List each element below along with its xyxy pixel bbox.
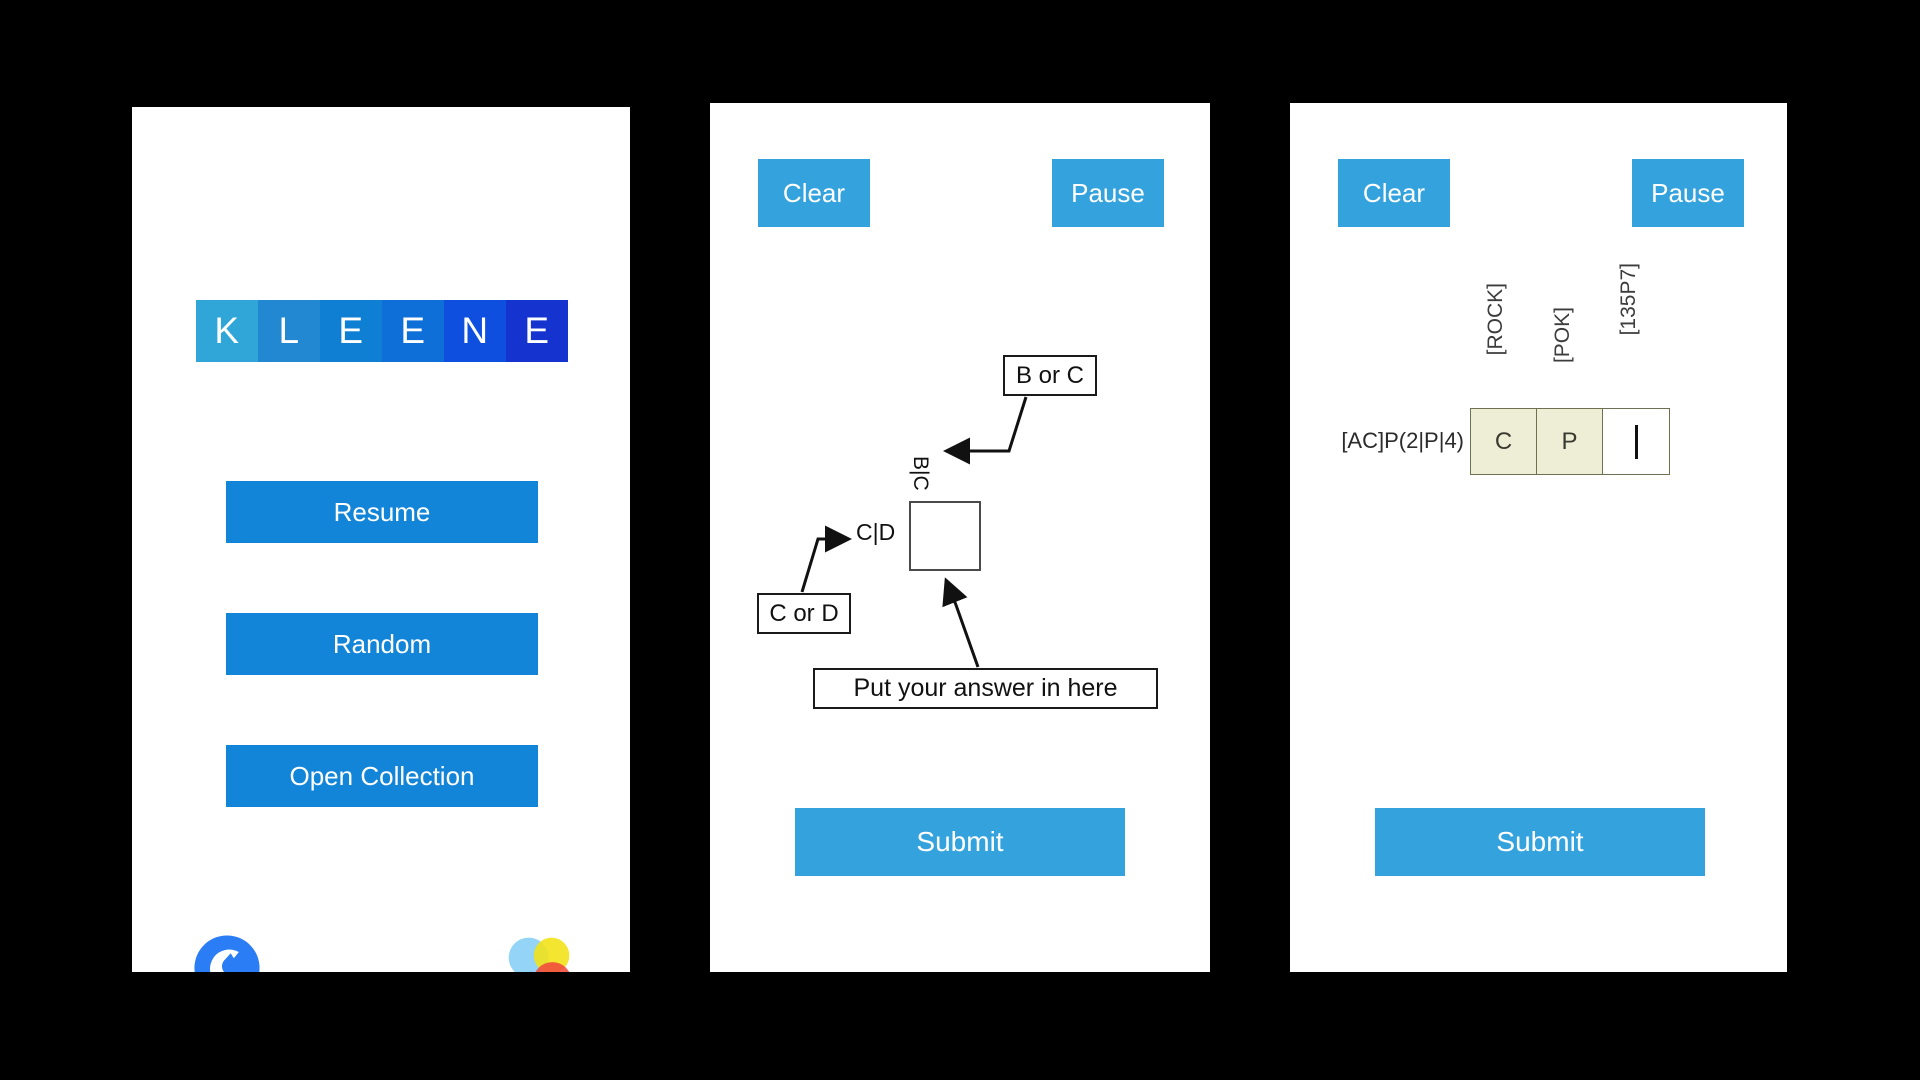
panel-home-screen: K L E E N E Resume Random Open Collectio… bbox=[132, 107, 630, 972]
cell-strip: C P bbox=[1470, 408, 1670, 475]
logo-tile-5: E bbox=[506, 300, 568, 362]
random-button[interactable]: Random bbox=[226, 613, 538, 675]
resume-button[interactable]: Resume bbox=[226, 481, 538, 543]
open-collection-button[interactable]: Open Collection bbox=[226, 745, 538, 807]
callout-c-or-d: C or D bbox=[757, 593, 851, 634]
pause-button[interactable]: Pause bbox=[1052, 159, 1164, 227]
cell-1[interactable]: P bbox=[1537, 409, 1603, 474]
column-label-bc: B|C bbox=[909, 455, 932, 491]
callout-answer-hint: Put your answer in here bbox=[813, 668, 1158, 709]
logo-tile-2: E bbox=[320, 300, 382, 362]
clear-button[interactable]: Clear bbox=[1338, 159, 1450, 227]
panel-cell-entry-screen: Clear Pause [ROCK] [POK] [135P7] [AC]P(2… bbox=[1290, 103, 1787, 972]
submit-button[interactable]: Submit bbox=[795, 808, 1125, 876]
submit-button[interactable]: Submit bbox=[1375, 808, 1705, 876]
logo-tile-3: E bbox=[382, 300, 444, 362]
cell-2[interactable] bbox=[1603, 409, 1669, 474]
row-label-cd: C|D bbox=[856, 519, 896, 545]
wrench-settings-icon[interactable] bbox=[190, 931, 264, 972]
logo-tile-1: L bbox=[258, 300, 320, 362]
row-clue-label: [AC]P(2|P|4) bbox=[1341, 428, 1464, 453]
column-label-0: [ROCK] bbox=[1484, 283, 1507, 356]
callout-b-or-c: B or C bbox=[1003, 355, 1097, 396]
footer-icon-row bbox=[132, 927, 630, 972]
pause-button[interactable]: Pause bbox=[1632, 159, 1744, 227]
answer-input-box[interactable] bbox=[909, 501, 981, 571]
logo-tile-4: N bbox=[444, 300, 506, 362]
logo-tile-0: K bbox=[196, 300, 258, 362]
text-caret bbox=[1634, 424, 1638, 459]
cell-0[interactable]: C bbox=[1471, 409, 1537, 474]
panel-annotated-screen: Clear Pause B or C C or D Put your answe… bbox=[710, 103, 1210, 972]
clear-button[interactable]: Clear bbox=[758, 159, 870, 227]
column-label-2: [135P7] bbox=[1617, 263, 1640, 336]
color-circles-icon[interactable] bbox=[502, 931, 576, 972]
column-label-1: [POK] bbox=[1551, 307, 1574, 364]
app-logo: K L E E N E bbox=[196, 300, 568, 362]
